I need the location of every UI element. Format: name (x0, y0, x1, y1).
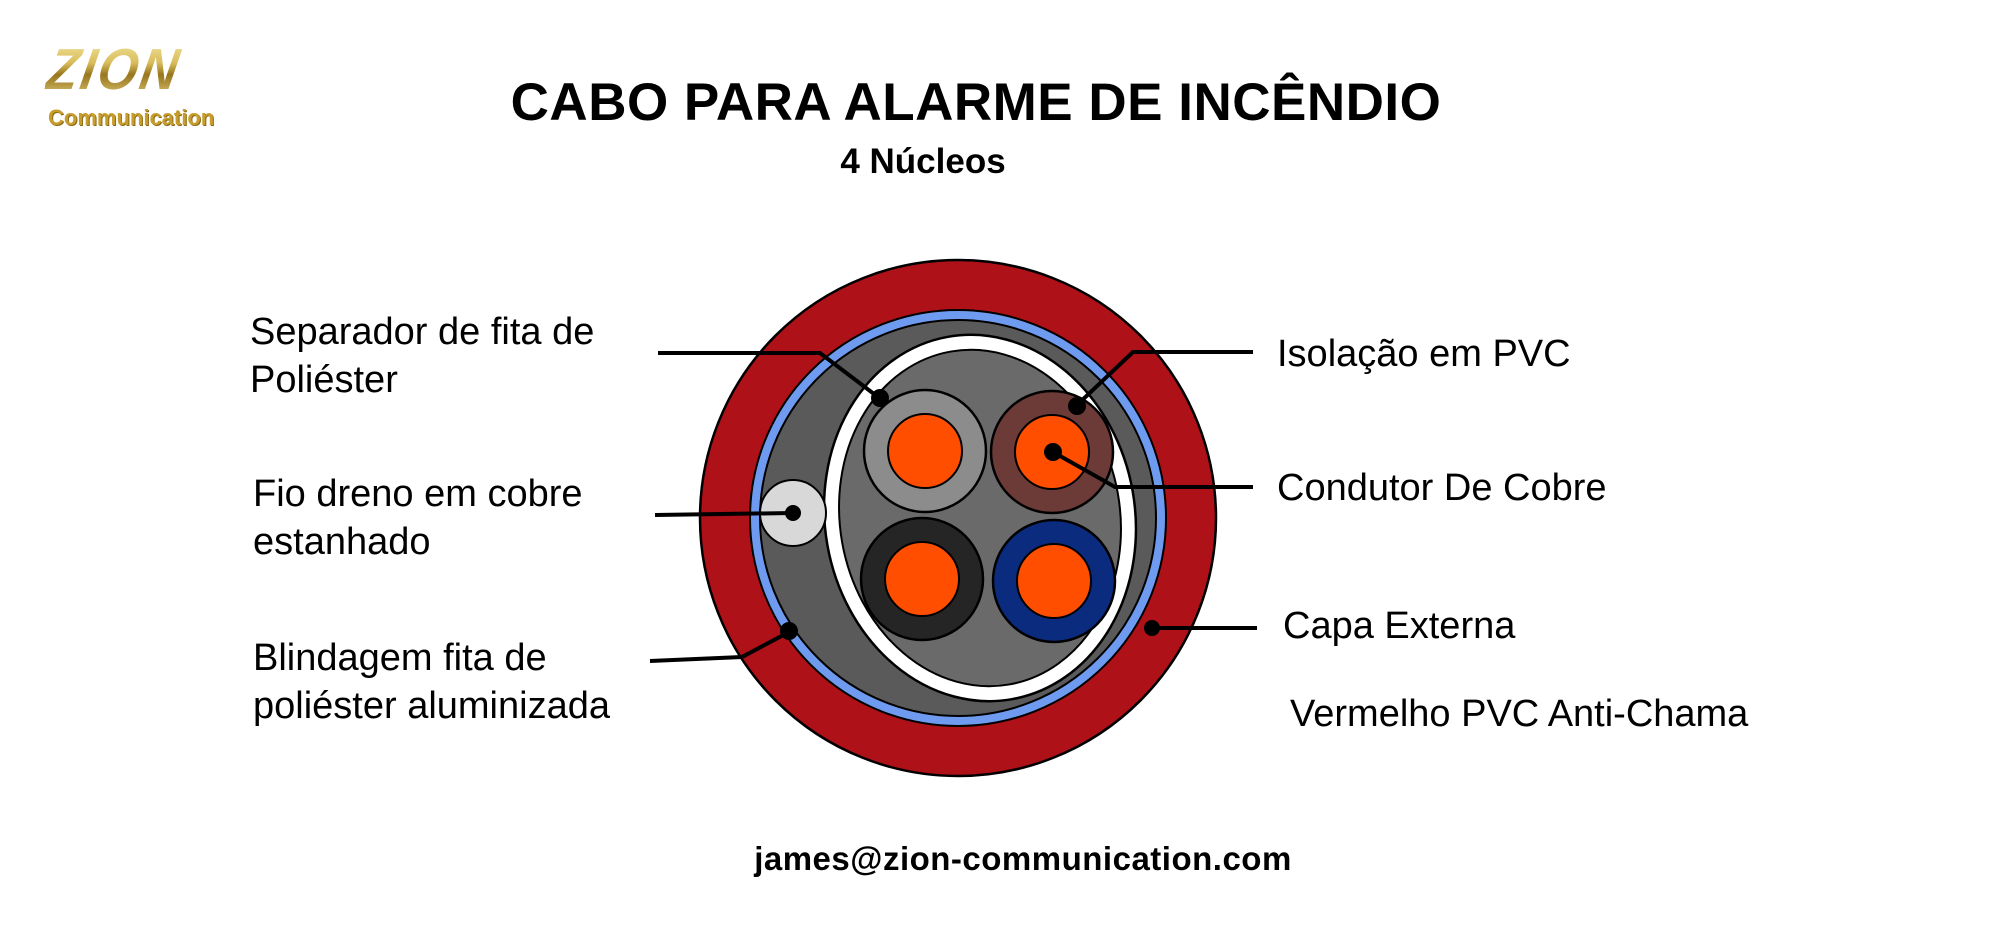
label-fio-dreno: Fio dreno em cobre estanhado (253, 470, 583, 566)
leader-dot-fio-dreno (785, 505, 801, 521)
conductor-bottom-right-copper (1016, 543, 1092, 619)
label-blindagem-line2: poliéster aluminizada (253, 685, 610, 727)
label-separador: Separador de fita de Poliéster (250, 308, 594, 404)
leader-line-condutor (1052, 450, 1253, 489)
label-capa-externa: Capa Externa (1283, 605, 1516, 647)
label-isolacao: Isolação em PVC (1277, 333, 1571, 375)
page-subtitle: 4 Núcleos (840, 142, 1006, 181)
zion-logo-subtitle-text: Communication (48, 105, 215, 130)
leader-dot-isolacao (1068, 397, 1086, 415)
conductor-bottom-left-copper (884, 541, 960, 617)
zion-logo: ZION Communication (42, 36, 214, 131)
label-fio-dreno-line2: estanhado (253, 521, 431, 563)
leader-dot-blindagem (780, 622, 798, 640)
leader-line-fio-dreno (654, 511, 793, 517)
label-separador-line1: Separador de fita de (250, 311, 595, 353)
conductor-top-left-copper (887, 413, 963, 489)
leader-line-separador (658, 351, 880, 399)
label-fio-dreno-line1: Fio dreno em cobre (253, 473, 583, 515)
label-condutor: Condutor De Cobre (1277, 467, 1607, 509)
label-blindagem: Blindagem fita de poliéster aluminizada (253, 634, 610, 730)
leader-line-isolacao (1075, 350, 1253, 407)
label-blindagem-line1: Blindagem fita de (253, 637, 547, 679)
contact-email: james@zion-communication.com (754, 840, 1292, 877)
leader-line-blindagem (649, 630, 790, 663)
leader-dot-capa-externa (1144, 620, 1160, 636)
leader-dot-separador (871, 389, 889, 407)
label-separador-line2: Poliéster (250, 359, 398, 401)
label-capa-externa-cor: Vermelho PVC Anti-Chama (1290, 693, 1749, 735)
leader-dot-condutor (1044, 443, 1062, 461)
page-title: CABO PARA ALARME DE INCÊNDIO (510, 73, 1442, 132)
